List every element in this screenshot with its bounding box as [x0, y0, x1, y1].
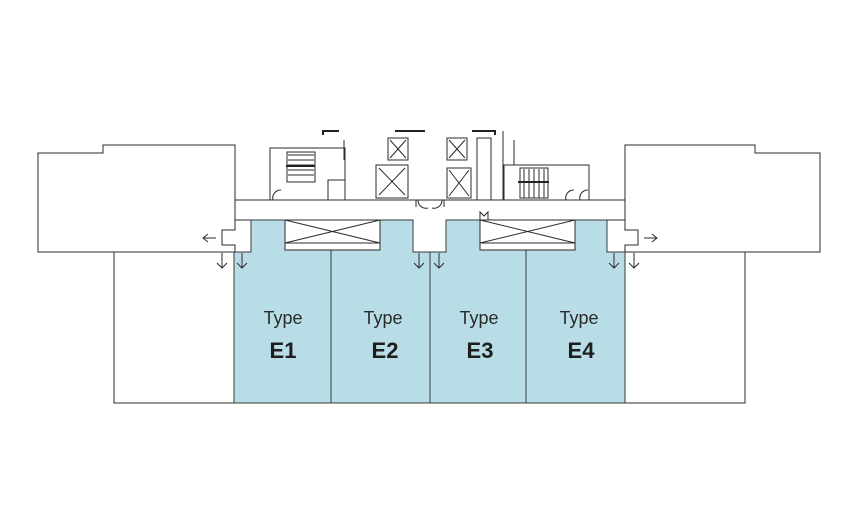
exit-arrows	[202, 233, 658, 269]
unit-e3-name: E3	[467, 338, 494, 363]
shaft-left	[284, 219, 381, 251]
unit-e4-name: E4	[568, 338, 596, 363]
shaft-right	[479, 210, 576, 251]
unit-e2-name: E2	[372, 338, 399, 363]
left-lower-wing	[113, 251, 235, 404]
unit-e3-type-label: Type	[459, 308, 498, 328]
building-core	[269, 130, 590, 209]
unit-e1-type-label: Type	[263, 308, 302, 328]
right-lower-wing	[624, 251, 746, 404]
unit-e2-type-label: Type	[363, 308, 402, 328]
unit-e1-name: E1	[270, 338, 297, 363]
corridor	[235, 199, 625, 221]
unit-e4-type-label: Type	[559, 308, 598, 328]
